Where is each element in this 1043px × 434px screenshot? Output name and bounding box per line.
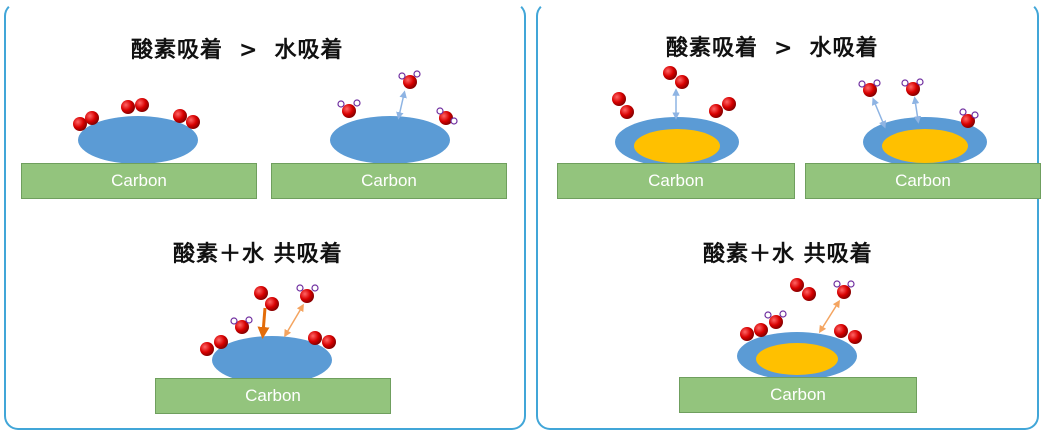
h2o-molecule xyxy=(833,280,855,299)
right-bottom-heading: 酸素＋水 共吸着 xyxy=(703,242,873,267)
adsorption-arrow xyxy=(257,307,270,339)
carbon-substrate: Carbon xyxy=(271,163,507,199)
h2o-molecule xyxy=(764,310,787,329)
desorption-arrow xyxy=(284,303,304,338)
exchange-arrow xyxy=(871,97,887,129)
o2-molecule xyxy=(740,323,768,341)
left-top-heading-water: 水吸着 xyxy=(274,38,344,63)
left-bottom-heading: 酸素＋水 共吸着 xyxy=(173,242,343,267)
carbon-substrate: Carbon xyxy=(679,377,917,413)
pt-particle xyxy=(330,116,450,164)
left-top-heading-oxygen: 酸素吸着 xyxy=(131,38,224,63)
o2-molecule xyxy=(173,109,200,129)
h2o-molecule xyxy=(337,99,361,118)
desorption-arrow xyxy=(819,299,840,334)
carbon-substrate: Carbon xyxy=(155,378,391,414)
core xyxy=(634,129,720,163)
exchange-arrow xyxy=(396,90,407,120)
right-top-heading: 酸素吸着 > 水吸着 xyxy=(666,30,878,62)
o2-molecule xyxy=(612,92,634,119)
o2-molecule xyxy=(200,335,228,356)
carbon-substrate: Carbon xyxy=(557,163,795,199)
o2-molecule xyxy=(73,111,99,131)
o2-molecule xyxy=(834,324,862,344)
pt-particle xyxy=(212,336,332,384)
right-top-heading-oxygen: 酸素吸着 xyxy=(666,36,759,61)
h2o-molecule xyxy=(436,107,458,125)
right-top-heading-gt: > xyxy=(774,36,794,61)
carbon-substrate: Carbon xyxy=(805,163,1041,199)
right-top-heading-water: 水吸着 xyxy=(809,36,879,61)
o2-molecule xyxy=(254,286,279,311)
pt-particle xyxy=(78,116,198,164)
left-top-heading-gt: > xyxy=(239,38,259,63)
h2o-molecule xyxy=(296,284,319,303)
left-top-heading: 酸素吸着 > 水吸着 xyxy=(131,32,343,64)
core xyxy=(882,129,968,163)
exchange-arrow xyxy=(911,96,922,124)
o2-molecule xyxy=(790,278,816,301)
o2-molecule xyxy=(663,66,689,89)
h2o-molecule xyxy=(398,70,421,89)
o2-molecule xyxy=(308,331,336,349)
h2o-molecule xyxy=(230,316,253,334)
h2o-molecule xyxy=(858,79,881,97)
core xyxy=(756,343,838,375)
h2o-molecule xyxy=(959,108,979,128)
carbon-substrate: Carbon xyxy=(21,163,257,199)
h2o-molecule xyxy=(901,78,924,96)
o2-molecule xyxy=(709,97,736,118)
o2-molecule xyxy=(121,98,149,114)
